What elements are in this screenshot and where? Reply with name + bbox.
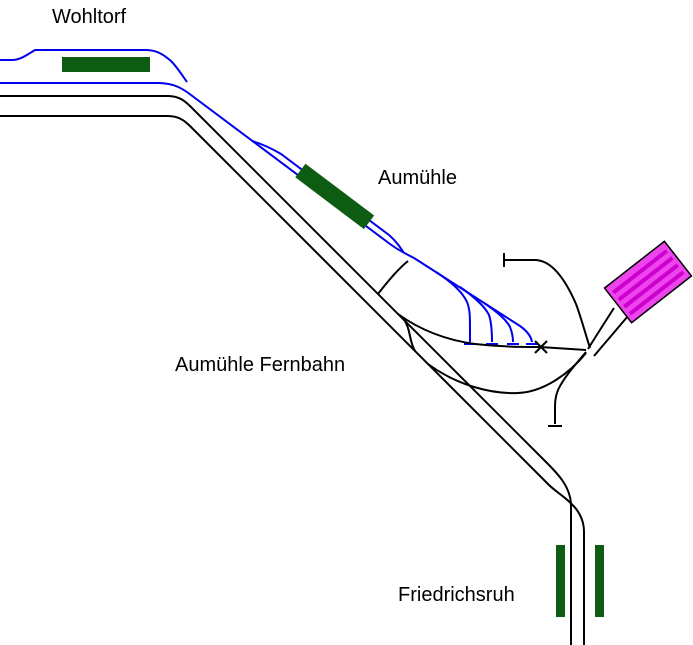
depot-building [603, 240, 693, 324]
wohltorf-station [0, 49, 415, 259]
siding-stub-3 [483, 302, 514, 343]
platform-friedrichsruh-left [556, 545, 565, 617]
label-aumuehle: Aumühle [378, 167, 457, 189]
sbahn-main-line [0, 82, 415, 259]
crossing-mark-line-2 [534, 340, 548, 354]
label-aumuehle-fernbahn: Aumühle Fernbahn [175, 354, 345, 376]
platform-aumuehle-group [295, 163, 375, 230]
sbahn-sidings-fan [413, 257, 538, 345]
depot [603, 240, 693, 324]
depot-approach-track-1 [587, 307, 615, 350]
fernbahn-track-2 [0, 115, 585, 645]
yard-stub-top [504, 259, 591, 349]
platform-wohltorf [62, 57, 150, 72]
yard-tracks [377, 253, 629, 427]
siding-stub-2 [459, 286, 493, 343]
platform-aumuehle [295, 163, 375, 230]
friedrichsruh-station [556, 545, 604, 617]
yard-stub-bottom [554, 351, 587, 424]
platform-friedrichsruh-right [595, 545, 604, 617]
siding-ladder [413, 257, 533, 343]
depot-approach-track-2 [593, 315, 629, 357]
depot-track-stripe-2 [617, 256, 674, 302]
aumuehle-station [251, 140, 405, 254]
label-wohltorf: Wohltorf [52, 6, 127, 28]
siding-stub-1 [435, 271, 471, 342]
fernbahn-track-1 [0, 95, 572, 645]
sbahn-fernbahn-connector [377, 260, 409, 295]
fernbahn-main-lines [0, 95, 585, 645]
yard-lead-upper [397, 313, 587, 351]
yard-lead-lower [427, 352, 587, 395]
fernbahn-crossover [404, 320, 416, 352]
sbahn-loop-wohltorf-track [0, 49, 188, 83]
depot-track-stripe-4 [628, 270, 685, 316]
label-friedrichsruh: Friedrichsruh [398, 584, 515, 606]
depot-track-stripe-1 [611, 249, 669, 295]
depot-track-stripe-3 [623, 263, 680, 309]
